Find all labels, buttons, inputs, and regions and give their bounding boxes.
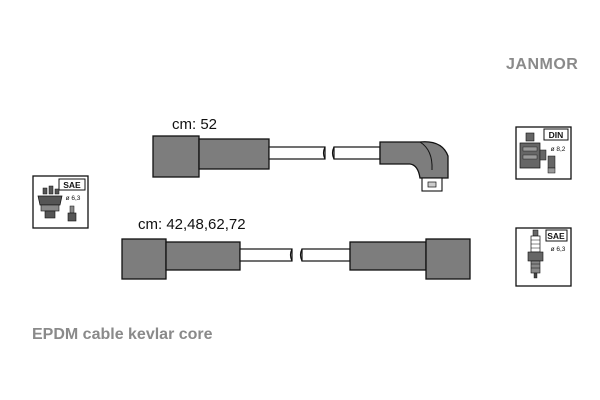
top-cable-left-boot bbox=[152, 135, 200, 178]
top-cable-left-boot-collar bbox=[198, 138, 270, 170]
spark-plug-icon bbox=[527, 229, 544, 279]
cable-material-note: EPDM cable kevlar core bbox=[32, 326, 213, 343]
top-cable-right-angled-boot bbox=[379, 141, 449, 179]
bottom-cable-left-boot-collar bbox=[165, 241, 241, 271]
top-cable bbox=[152, 135, 449, 192]
right-top-connector-standard: DIN bbox=[549, 130, 564, 140]
right-bottom-connector-standard: SAE bbox=[547, 231, 565, 241]
terminal-pin-icon bbox=[67, 205, 77, 222]
sae-distributor-connector-box: SAE ø 6,3 bbox=[32, 175, 89, 229]
bottom-cable-wire-left bbox=[239, 248, 293, 262]
distributor-cap-icon bbox=[37, 185, 63, 219]
bottom-cable bbox=[121, 238, 471, 280]
din-coil-connector-box: DIN ø 8,2 bbox=[515, 126, 572, 180]
bottom-cable-right-boot bbox=[425, 238, 471, 280]
top-cable-wire-right bbox=[333, 146, 381, 160]
ignition-coil-icon bbox=[519, 132, 556, 174]
top-cable-length-label: cm: 52 bbox=[172, 116, 218, 133]
bottom-cable-wire-right bbox=[301, 248, 351, 262]
left-connector-diameter: ø 6,3 bbox=[66, 195, 81, 202]
left-connector-standard: SAE bbox=[63, 180, 81, 190]
brand-label: JANMOR bbox=[506, 56, 579, 73]
right-bottom-connector-diameter: ø 6,3 bbox=[551, 246, 566, 253]
bottom-cable-right-boot-collar bbox=[349, 241, 427, 271]
bottom-cable-length-label: cm: 42,48,62,72 bbox=[138, 216, 246, 233]
bottom-cable-left-boot bbox=[121, 238, 167, 280]
sae-spark-plug-connector-box: SAE ø 6,3 bbox=[515, 227, 572, 287]
top-cable-wire-left bbox=[268, 146, 326, 160]
right-top-connector-diameter: ø 8,2 bbox=[551, 146, 566, 153]
